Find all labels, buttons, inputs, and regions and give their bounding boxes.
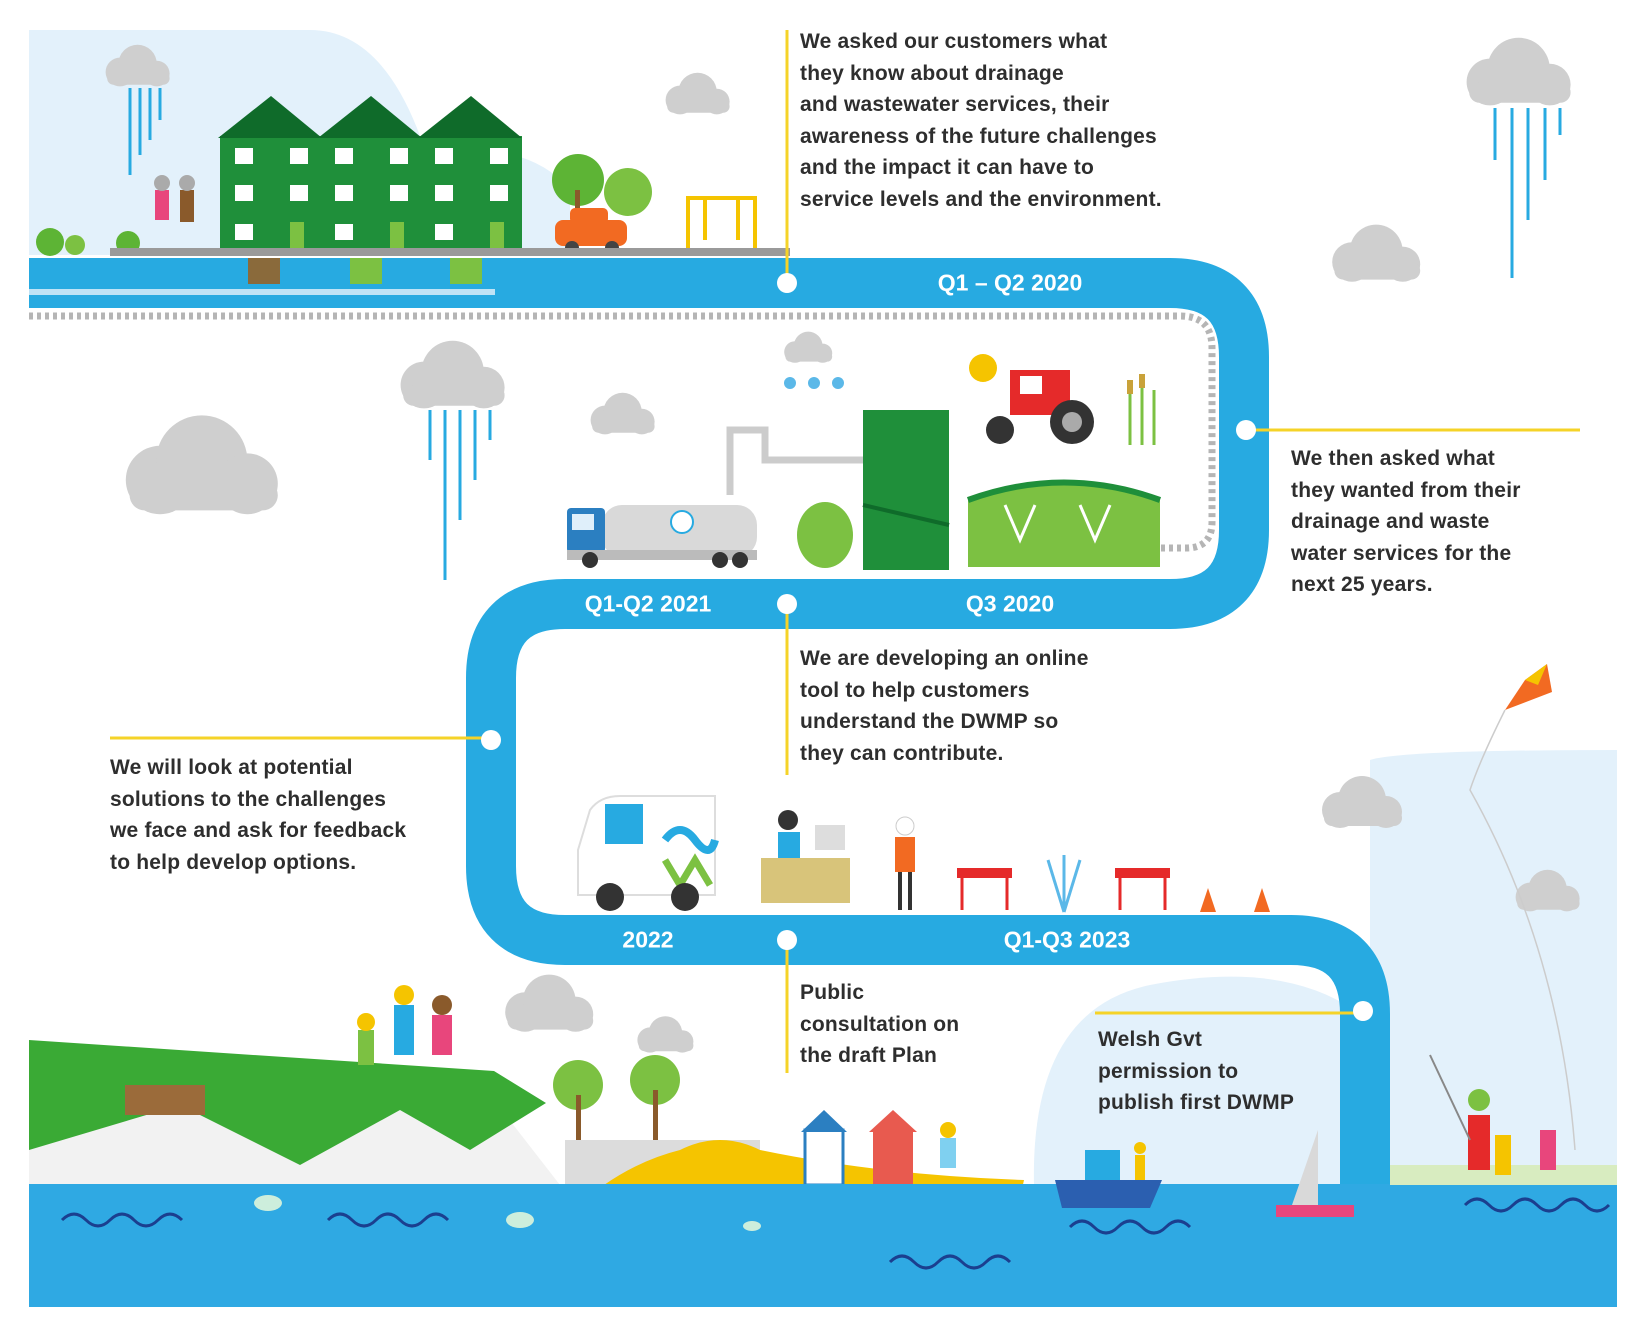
timeline-nodes [481, 273, 1373, 1021]
rain-icon [1493, 108, 1562, 278]
cloud-icon [400, 340, 505, 409]
node-q1-q2-2021 [777, 594, 797, 614]
cloud-icon [590, 392, 655, 435]
waves [60, 1197, 1611, 1270]
rain-icon [784, 377, 844, 389]
people-icon [940, 1122, 956, 1168]
sky-bottom-right [1370, 750, 1617, 1185]
cloud-icon [1466, 37, 1571, 106]
step-text-online-tool: We are developing an online tool to help… [800, 647, 1089, 765]
sailboat-icon [1276, 1130, 1354, 1217]
storage-tank-icon [797, 410, 950, 570]
road-barrier-icon [1115, 868, 1170, 910]
process-pipe [726, 426, 865, 495]
step-text-public-consultation: Public consultation on the draft Plan [800, 981, 960, 1067]
sea [29, 1184, 1617, 1307]
connector-lines [110, 30, 1580, 1073]
swing-icon [686, 196, 757, 250]
traffic-cone-icon [1254, 888, 1270, 912]
step-text-potential-solutions: We will look at potential solutions to t… [110, 756, 407, 874]
van-icon [577, 795, 719, 911]
cloud-icon [665, 72, 730, 115]
tractor-icon [969, 354, 1094, 444]
sky-bottom-mid [1033, 976, 1354, 1186]
node-q1-q3-2023 [1353, 1001, 1373, 1021]
timeline-path [29, 258, 1390, 1200]
step-text-customer-wants: We then asked what they wanted from thei… [1291, 447, 1521, 596]
desk-worker-icon [761, 810, 850, 903]
label-q1-q2-2020: Q1 – Q2 2020 [937, 269, 1083, 296]
node-2022 [777, 930, 797, 950]
step-text-customer-knowledge: We asked our customers what they know ab… [800, 30, 1162, 211]
step-text-welsh-gvt-permission: Welsh Gvt permission to publish first DW… [1098, 1028, 1295, 1114]
cloud-icon [125, 415, 278, 515]
leak-icon [1046, 855, 1082, 913]
people-icon [154, 175, 195, 222]
tree-icon [553, 1055, 680, 1155]
fish-icon [254, 1195, 761, 1231]
cloud-icon [784, 331, 833, 363]
label-2022: 2022 [622, 926, 674, 953]
kite-icon [1469, 664, 1576, 1151]
rain-icon [128, 88, 162, 175]
underground-pipes [29, 258, 495, 295]
sewer-pipe [29, 312, 1216, 552]
node-potential-solutions [481, 730, 501, 750]
label-q1-q2-2021: Q1-Q2 2021 [584, 590, 712, 617]
beach-hut-icon [869, 1110, 917, 1185]
tanker-truck-icon [567, 505, 757, 568]
node-q3-2020 [1236, 420, 1256, 440]
people-icon [357, 985, 452, 1065]
reeds [1127, 374, 1156, 445]
cloud-icon [1332, 224, 1421, 282]
bench [125, 1085, 205, 1115]
beach-hut-icon [801, 1110, 847, 1187]
cloud-icon [505, 974, 594, 1032]
people-icon [1429, 1054, 1556, 1175]
road [110, 248, 790, 256]
cloud-icon [637, 1016, 694, 1053]
worker-icon [895, 816, 915, 910]
road-barrier-icon [957, 868, 1012, 910]
green-hill [29, 1040, 546, 1165]
traffic-cone-icon [1200, 888, 1216, 912]
rain-icon [428, 410, 492, 580]
treatment-building-icon [966, 479, 1162, 567]
node-q1-q2-2020 [777, 273, 797, 293]
label-q1-q3-2023: Q1-Q3 2023 [1003, 926, 1131, 953]
boat-icon [1055, 1142, 1162, 1208]
house-icon [218, 96, 522, 250]
label-q3-2020: Q3 2020 [965, 590, 1055, 617]
